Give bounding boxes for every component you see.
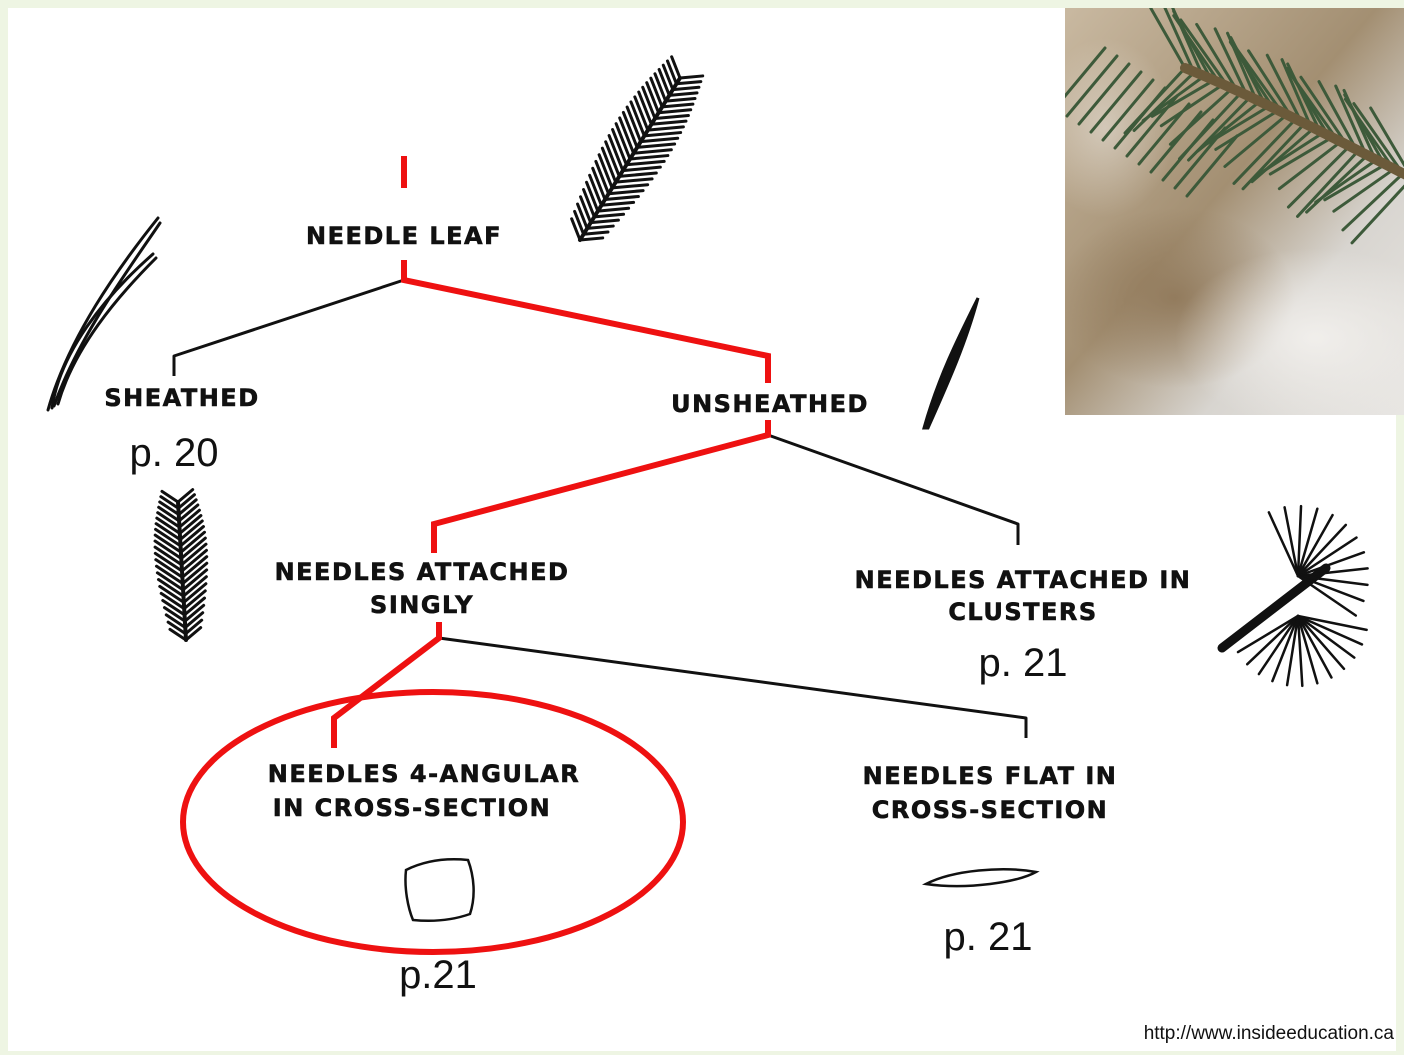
highlighted-path (180, 156, 771, 955)
node-singly-line2: SINGLY (370, 591, 474, 619)
spruce-branch-photo (1065, 8, 1404, 415)
source-credit: http://www.insideeducation.ca (1143, 1023, 1394, 1044)
square-cross-section-icon (404, 858, 475, 922)
pageref-angular: p.21 (399, 953, 477, 997)
node-clusters-line2: CLUSTERS (948, 598, 1097, 626)
spruce-twig-icon (570, 55, 705, 242)
node-needle-leaf: NEEDLE LEAF (306, 222, 502, 250)
red-path-singly (431, 420, 771, 553)
node-clusters-line1: NEEDLES ATTACHED IN (855, 566, 1192, 594)
node-angular-line1: NEEDLES 4-ANGULAR (268, 760, 580, 788)
diagram-page: NEEDLE LEAF SHEATHED UNSHEATHED NEEDLES … (8, 8, 1404, 1051)
pine-needle-pair-icon (46, 216, 162, 412)
node-sheathed: SHEATHED (104, 384, 259, 412)
node-singly-line1: NEEDLES ATTACHED (275, 558, 570, 586)
pageref-clusters: p. 21 (979, 641, 1068, 685)
spruce-twig-singly-icon (153, 488, 209, 642)
red-path-angular (331, 622, 442, 748)
single-needle-icon (922, 297, 980, 430)
connector-clusters (767, 433, 1020, 545)
node-flat-line1: NEEDLES FLAT IN (863, 762, 1118, 790)
highlight-circle (180, 689, 686, 955)
red-path-unsheathed (401, 260, 771, 383)
needle-cluster-icon (1217, 504, 1369, 688)
flat-cross-section-icon (921, 868, 1040, 888)
pageref-sheathed: p. 20 (130, 431, 219, 475)
node-unsheathed: UNSHEATHED (671, 390, 869, 418)
pageref-flat: p. 21 (944, 915, 1033, 959)
black-connectors (172, 278, 1028, 738)
node-angular-line2: IN CROSS-SECTION (273, 794, 551, 822)
connector-flat (438, 636, 1028, 738)
connector-sheathed (172, 278, 405, 376)
node-flat-line2: CROSS-SECTION (872, 796, 1109, 824)
